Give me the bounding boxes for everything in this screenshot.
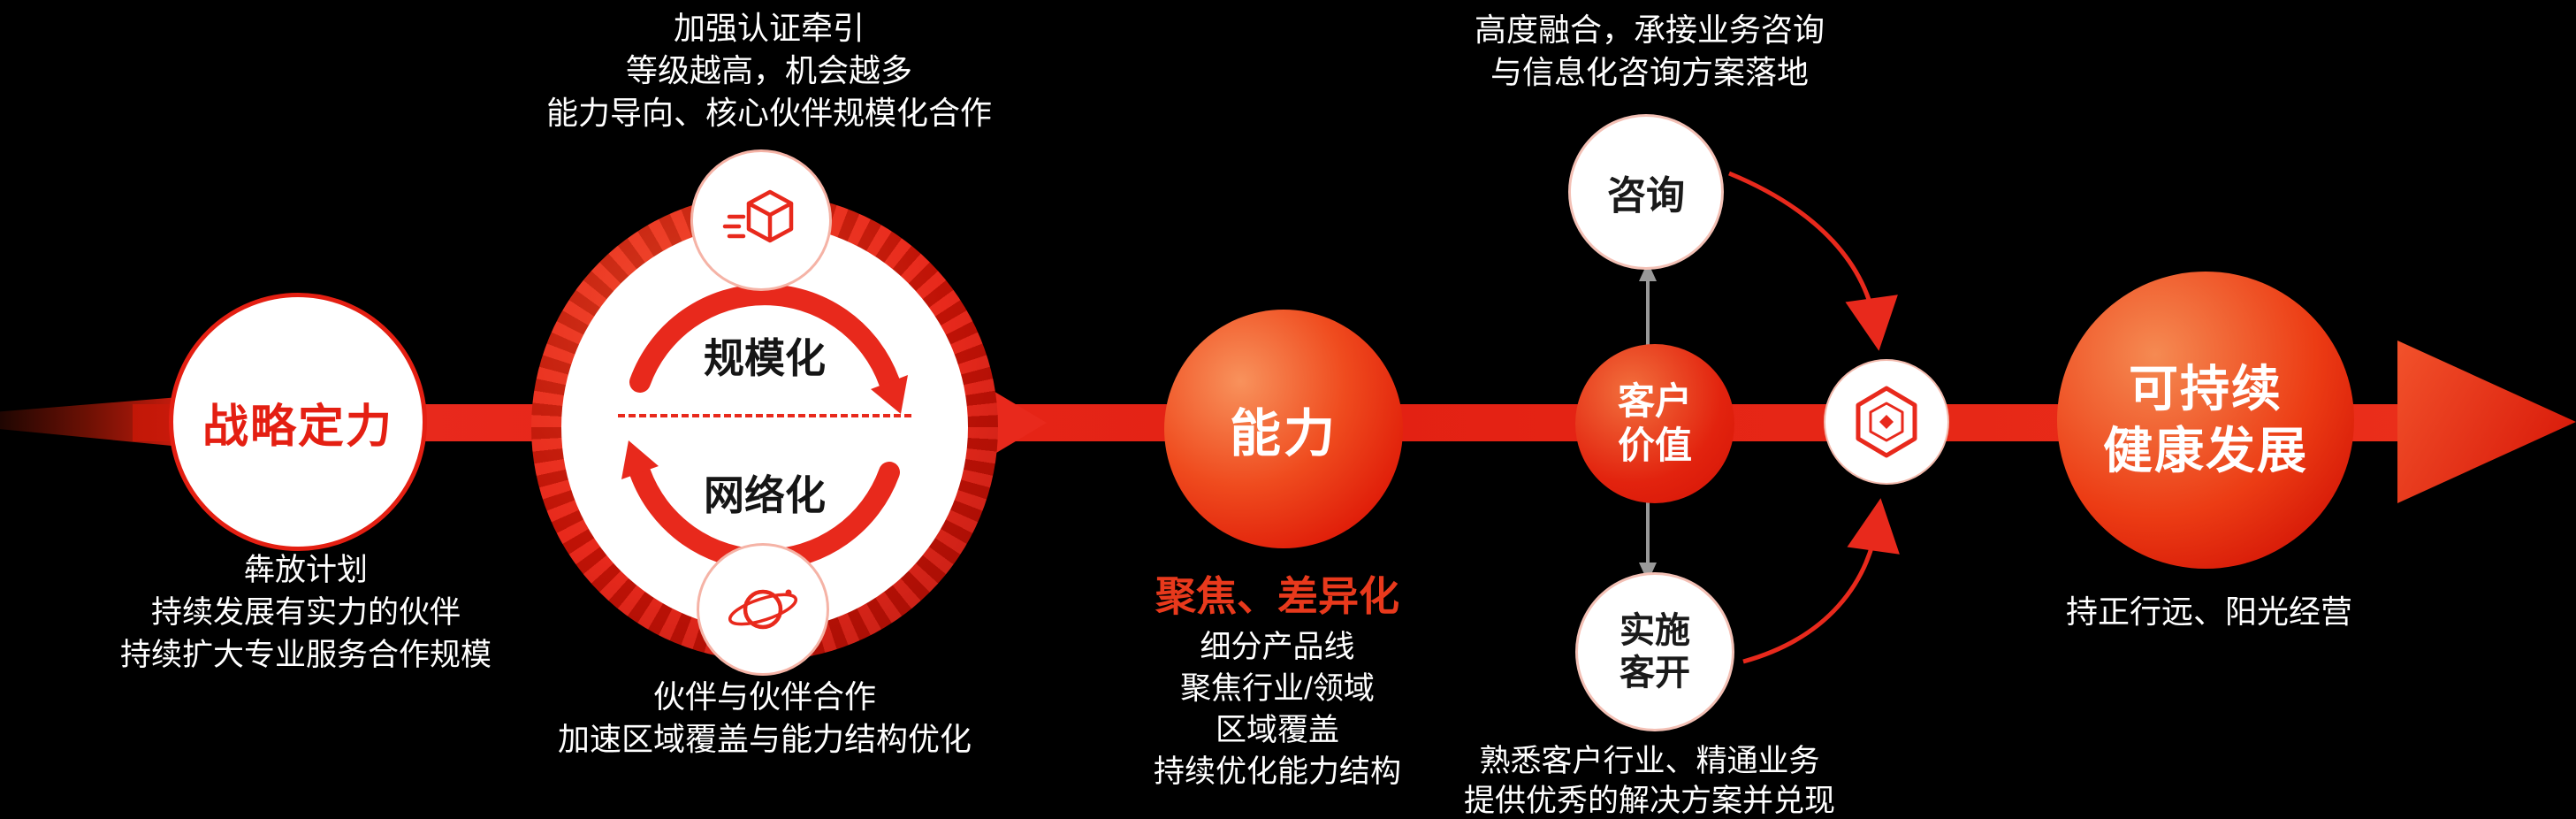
- note-line: 持续发展有实力的伙伴: [150, 595, 461, 630]
- planet-icon: [728, 589, 798, 630]
- cube-3d-icon: [722, 189, 794, 243]
- note-line: 等级越高，机会越多: [625, 52, 912, 88]
- consulting-label: 咨询: [1607, 174, 1685, 218]
- stage4-hub-title: 客户 价值: [1618, 379, 1692, 468]
- hub-line1: 客户: [1617, 380, 1692, 422]
- implementation-label: 实施 客开: [1620, 609, 1690, 694]
- stage3-circle: 能力: [1164, 310, 1403, 548]
- note-line: 聚焦行业/领域: [1180, 671, 1375, 706]
- note-line: 加速区域覆盖与能力结构优化: [557, 721, 972, 757]
- stage2-top-notes: 加强认证牵引 等级越高，机会越多 能力导向、核心伙伴规模化合作: [504, 7, 1034, 134]
- red-cycle-arc-top: [1728, 171, 1898, 351]
- note-line: 持正行远、阳光经营: [2065, 593, 2352, 630]
- stage2-label-bottom: 网络化: [704, 472, 826, 518]
- stage3-title: 能力: [1229, 405, 1338, 463]
- mid-arrowhead-icon: [992, 390, 1047, 455]
- planet-icon-circle: [697, 543, 829, 676]
- hexagon-circuit-icon: [1856, 386, 1917, 458]
- note-line: 细分产品线: [1200, 630, 1355, 664]
- stage4-bottom-notes: 熟悉客户行业、精通业务 提供优秀的解决方案并兑现: [1384, 741, 1915, 819]
- stage1-notes: 犇放计划 持续发展有实力的伙伴 持续扩大专业服务合作规模: [85, 549, 527, 677]
- stage5-title-line2: 健康发展: [2103, 423, 2308, 478]
- stage2-label-top: 规模化: [704, 335, 826, 381]
- note-line: 提供优秀的解决方案并兑现: [1463, 784, 1835, 818]
- note-line: 持续优化能力结构: [1153, 754, 1401, 789]
- stage1-circle: 战略定力: [169, 293, 427, 551]
- note-line: 持续扩大专业服务合作规模: [119, 638, 492, 672]
- note-line: 能力导向、核心伙伴规模化合作: [545, 95, 992, 131]
- note-line: 与信息化咨询方案落地: [1490, 54, 1809, 90]
- stage1-title: 战略定力: [202, 401, 393, 453]
- stage3-notes: 细分产品线 聚焦行业/领域 区域覆盖 持续优化能力结构: [1056, 626, 1498, 792]
- note-line: 伙伴与伙伴合作: [652, 678, 876, 715]
- stage4-implementation-circle: 实施 客开: [1575, 572, 1734, 731]
- hexagon-icon-circle: [1824, 359, 1949, 485]
- stage5-title-line1: 可持续: [2129, 361, 2283, 417]
- note-line: 高度融合，承接业务咨询: [1474, 11, 1825, 48]
- note-line: 犇放计划: [243, 553, 368, 587]
- stage5-circle: 可持续 健康发展: [2057, 272, 2354, 569]
- stage4-consulting-circle: 咨询: [1568, 114, 1724, 270]
- stage2-bottom-notes: 伙伴与伙伴合作 加速区域覆盖与能力结构优化: [499, 676, 1030, 761]
- stage5-note: 持正行远、阳光经营: [1944, 591, 2474, 633]
- stage2-icon-top-circle: [690, 149, 832, 291]
- red-cycle-arc-bottom: [1742, 498, 1900, 664]
- hub-line2: 价值: [1617, 425, 1692, 466]
- stage5-title: 可持续 健康发展: [2103, 358, 2308, 482]
- impl-line2: 客开: [1620, 654, 1690, 693]
- impl-line1: 实施: [1620, 611, 1690, 650]
- note-line: 熟悉客户行业、精通业务: [1479, 744, 1820, 778]
- end-arrowhead-icon: [2397, 341, 2576, 503]
- note-line: 加强认证牵引: [673, 10, 865, 46]
- stage4-hub-circle: 客户 价值: [1575, 344, 1734, 503]
- stage2-divider: [618, 414, 911, 417]
- note-line: 区域覆盖: [1215, 713, 1339, 747]
- stage3-subtitle: 聚焦、差异化: [1155, 573, 1399, 619]
- stage4-top-notes: 高度融合，承接业务咨询 与信息化咨询方案落地: [1384, 9, 1915, 94]
